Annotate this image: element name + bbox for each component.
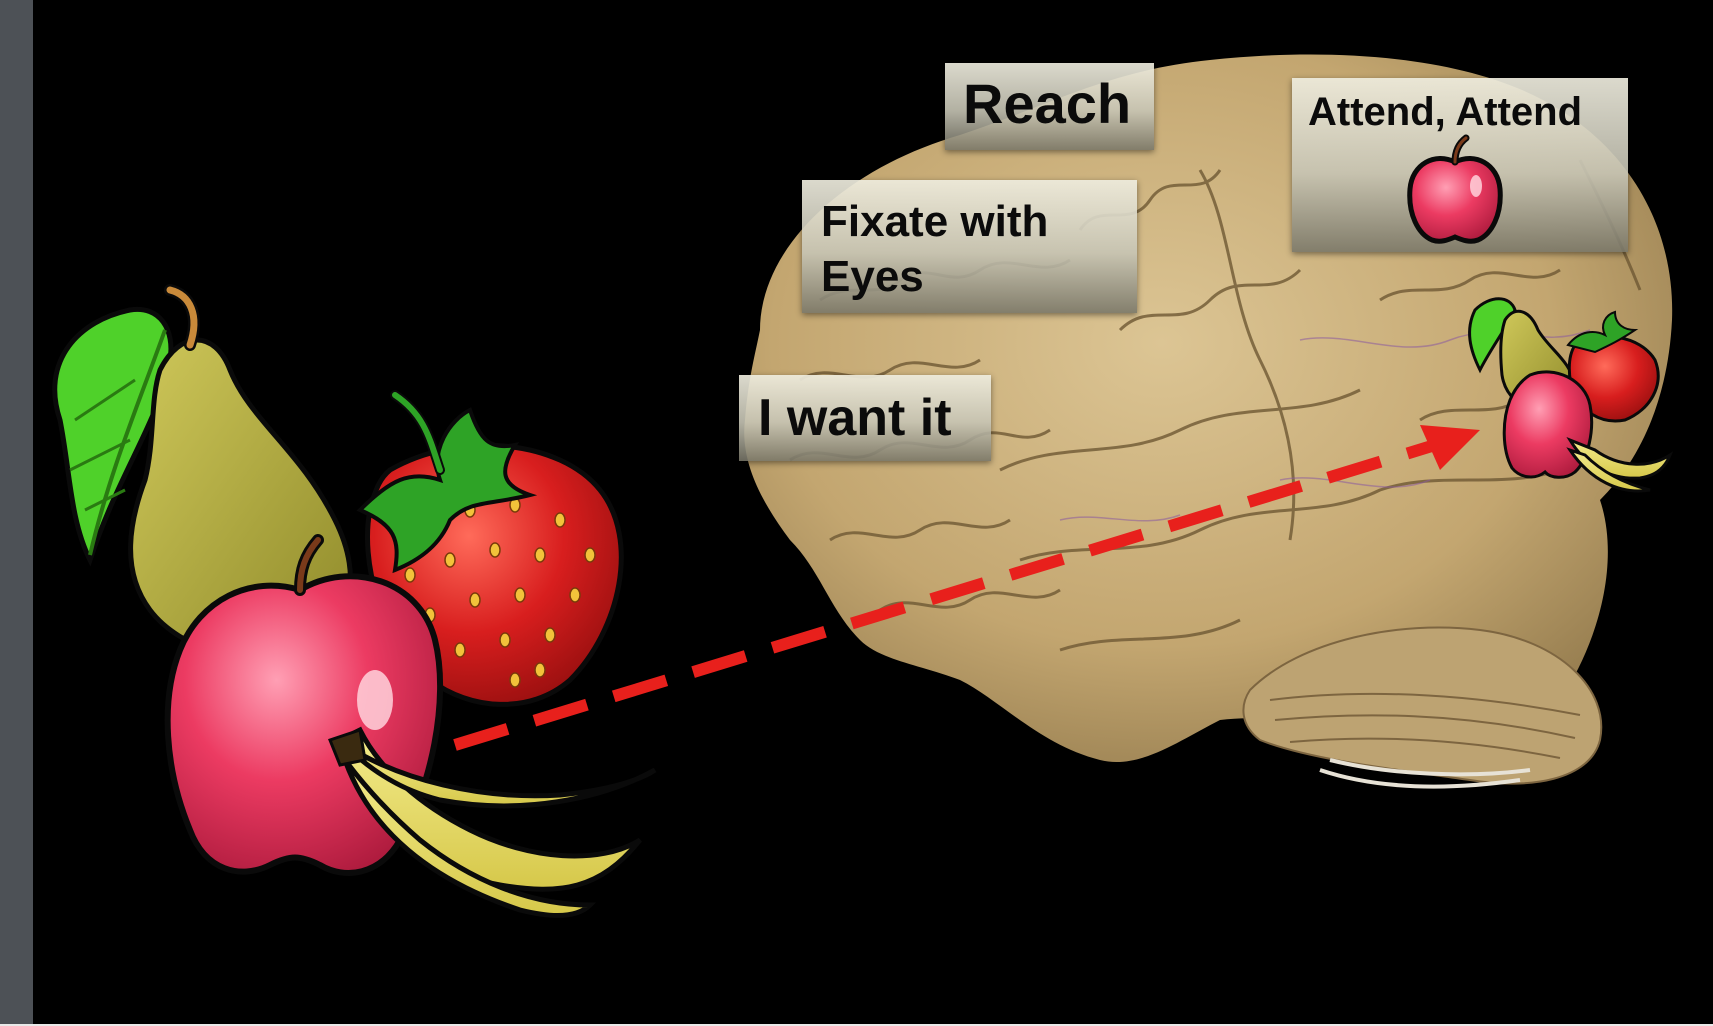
- label-fixate-line2: Eyes: [821, 252, 924, 301]
- label-want-text: I want it: [758, 389, 952, 447]
- label-i-want-it: I want it: [739, 375, 991, 461]
- label-attend-attend: Attend, Attend: [1292, 78, 1628, 252]
- apple-icon: [1400, 134, 1510, 244]
- label-reach: Reach: [945, 63, 1154, 150]
- label-reach-text: Reach: [963, 72, 1131, 135]
- label-fixate-with-eyes: Fixate with Eyes: [802, 180, 1137, 313]
- label-attend-text: Attend, Attend: [1308, 92, 1628, 132]
- label-fixate-line1: Fixate with: [821, 197, 1048, 246]
- fruit-bundle-icon: [55, 290, 655, 915]
